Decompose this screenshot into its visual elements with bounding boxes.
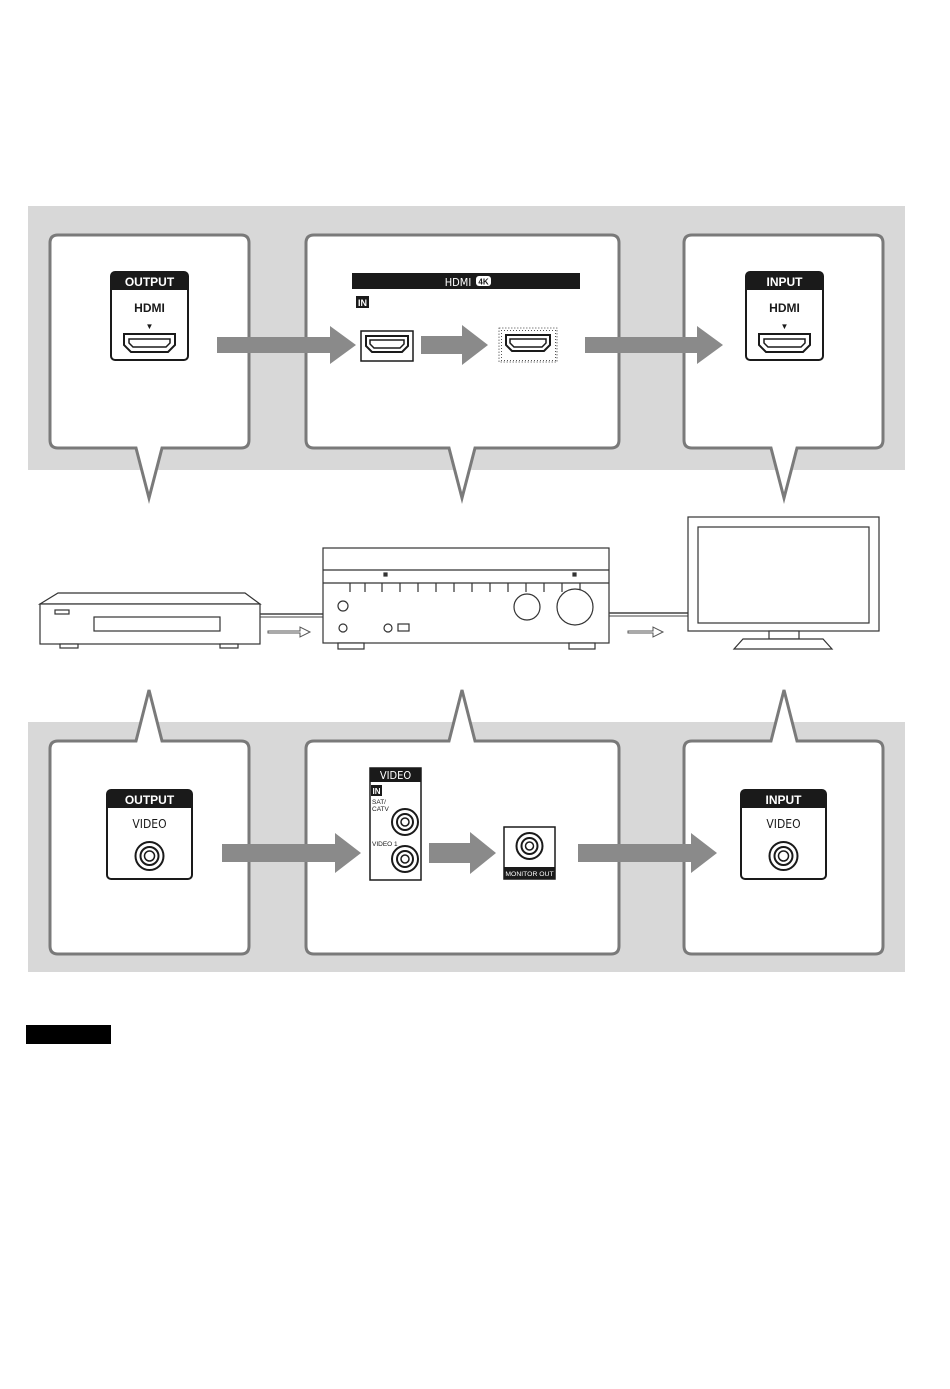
cable-icon <box>260 614 323 637</box>
hdmi-output-plate: OUTPUT HDMI ▼ <box>111 272 188 360</box>
tv-icon <box>688 517 879 649</box>
input-badge: INPUT <box>766 793 803 807</box>
blu-ray-player-icon <box>40 593 260 648</box>
monitor-out-panel: MONITOR OUT <box>504 827 555 879</box>
hdmi-jack-label: HDMI <box>769 301 800 315</box>
sat-catv-label-2: CATV <box>372 806 390 813</box>
hdmi-port-icon <box>759 334 810 352</box>
down-marker-icon: ▼ <box>146 322 154 331</box>
sat-catv-label: SAT/ <box>372 799 386 806</box>
hdmi-input-plate: INPUT HDMI ▼ <box>746 272 823 360</box>
video-panel-header: VIDEO <box>380 769 412 782</box>
video1-label: VIDEO 1 <box>372 841 398 848</box>
in-badge: IN <box>358 298 367 308</box>
down-marker-icon: ▼ <box>781 322 789 331</box>
video-in-panel: VIDEO IN SAT/ CATV VIDEO 1 <box>370 768 421 880</box>
video-input-plate: INPUT VIDEO <box>741 790 826 879</box>
note-heading-bar <box>26 1025 111 1044</box>
hdmi-out-port <box>499 328 557 362</box>
monitor-out-label: MONITOR OUT <box>505 871 553 878</box>
input-badge: INPUT <box>767 275 804 289</box>
receiver-hdmi-header: HDMI <box>445 276 472 289</box>
video-jack-label: VIDEO <box>132 817 166 831</box>
hdmi-in-port-icon <box>366 336 408 352</box>
video-output-plate: OUTPUT VIDEO <box>107 790 192 879</box>
4k-badge: 4K <box>478 278 488 287</box>
video-jack-label: VIDEO <box>766 817 800 831</box>
output-badge: OUTPUT <box>125 275 175 289</box>
hdmi-jack-label: HDMI <box>134 301 165 315</box>
output-badge: OUTPUT <box>125 793 175 807</box>
hdmi-out-port-icon <box>506 335 550 351</box>
in-badge: IN <box>373 787 381 796</box>
av-receiver-icon <box>323 548 609 649</box>
cable-icon <box>609 613 688 637</box>
hdmi-port-icon <box>124 334 175 352</box>
